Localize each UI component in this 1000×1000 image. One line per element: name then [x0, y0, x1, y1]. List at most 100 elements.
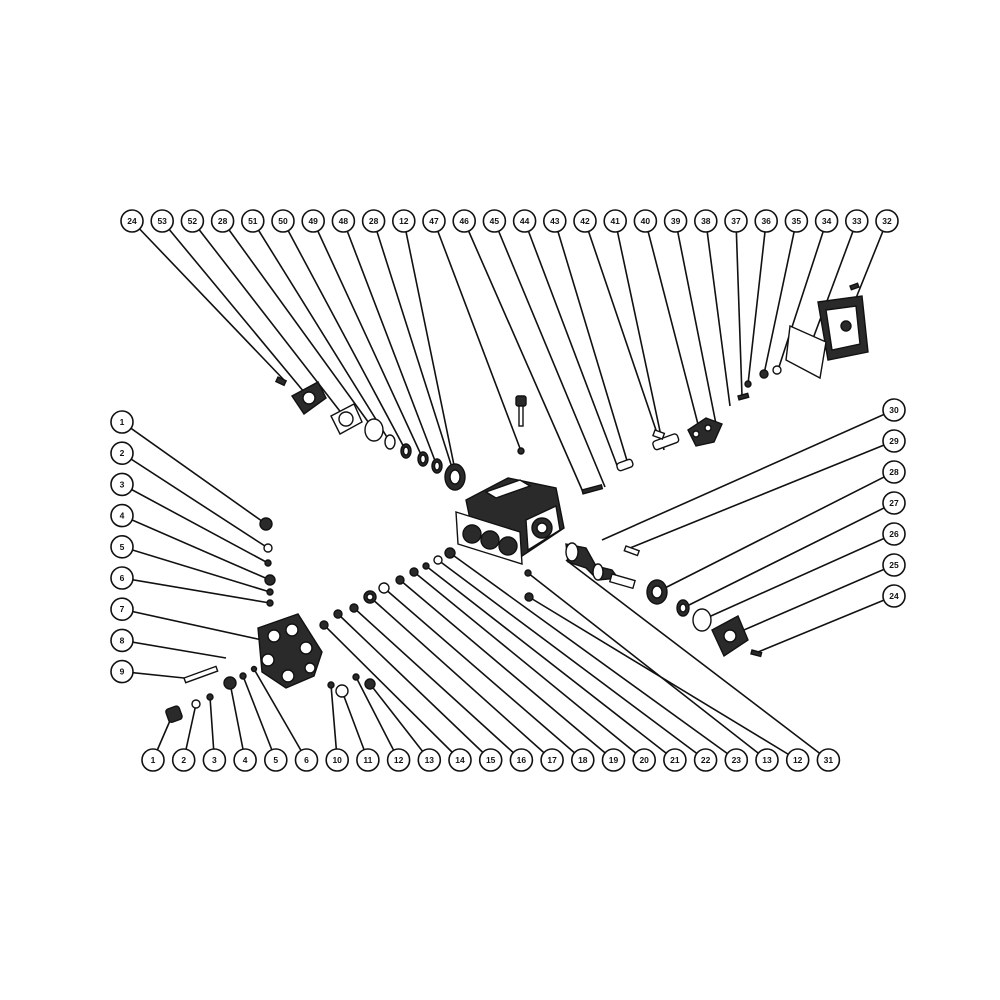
- callout-number: 21: [670, 755, 680, 765]
- callout-number: 30: [889, 405, 899, 415]
- callout-left-column-1: 1: [110, 410, 134, 434]
- leader-line: [729, 564, 895, 637]
- crankshaft: [565, 542, 636, 590]
- callout-bottom-row-11: 11: [356, 748, 380, 772]
- callout-bubble: [110, 503, 134, 528]
- callout-bottom-row-23: 23: [724, 748, 749, 772]
- callout-bubble: [422, 209, 446, 233]
- callout-bubble: [875, 209, 899, 233]
- callout-bubble: [361, 209, 386, 233]
- callout-number: 24: [889, 591, 899, 601]
- callout-top-row-35: 35: [784, 209, 809, 233]
- callout-number: 22: [701, 755, 711, 765]
- leader-line: [121, 452, 269, 549]
- callout-number: 29: [889, 436, 899, 446]
- leader-line: [425, 565, 676, 761]
- callout-bubble: [784, 209, 809, 233]
- leader-line: [252, 220, 391, 443]
- callout-top-row-28: 28: [361, 209, 386, 233]
- callout-number: 23: [732, 755, 742, 765]
- leader-line: [330, 684, 338, 761]
- callout-number: 19: [609, 755, 619, 765]
- leader-line: [282, 220, 407, 452]
- leader-line: [777, 220, 828, 371]
- side-bearing-cover: [623, 545, 763, 658]
- callout-bubble: [417, 748, 442, 772]
- callout-number: 13: [425, 755, 435, 765]
- callout-number: 16: [517, 755, 527, 765]
- pump-manifold: [257, 613, 323, 689]
- callout-bottom-row-15: 15: [478, 748, 503, 772]
- callout-number: 12: [394, 755, 404, 765]
- callout-bubble: [233, 748, 257, 772]
- callout-bubble: [110, 534, 134, 559]
- leader-line: [674, 220, 717, 425]
- leader-line: [565, 559, 829, 761]
- callout-number: 9: [120, 667, 125, 677]
- leader-line: [121, 514, 271, 581]
- leader-line: [413, 571, 645, 761]
- callout-right-column-29: 29: [882, 429, 906, 453]
- callout-bottom-row-12: 12: [386, 748, 411, 772]
- callout-top-row-46: 46: [452, 209, 477, 233]
- callout-number: 53: [157, 216, 167, 226]
- callout-left-column-9: 9: [110, 659, 134, 684]
- leader-line: [584, 220, 659, 437]
- callout-top-row-42: 42: [573, 209, 597, 233]
- callout-top-row-36: 36: [754, 209, 779, 233]
- callout-number: 39: [671, 216, 681, 226]
- callout-bubble: [150, 209, 174, 233]
- callout-bubble: [110, 441, 134, 466]
- callout-number: 5: [273, 755, 278, 765]
- callout-number: 13: [762, 755, 772, 765]
- callout-top-row-48: 48: [331, 209, 356, 233]
- callout-number: 35: [792, 216, 802, 226]
- leader-line: [369, 596, 553, 761]
- callout-number: 3: [212, 755, 217, 765]
- callout-bottom-row-14: 14: [448, 748, 472, 772]
- callout-bubble: [693, 209, 718, 233]
- callout-bottom-row-22: 22: [693, 748, 718, 772]
- callout-number: 11: [363, 755, 372, 765]
- callout-number: 7: [120, 604, 125, 614]
- callout-right-column-24: 24: [882, 584, 906, 608]
- callout-number: 28: [218, 216, 228, 226]
- callout-number: 42: [580, 216, 590, 226]
- callout-number: 1: [120, 417, 125, 427]
- callout-bottom-row-6: 6: [294, 748, 319, 772]
- callout-number: 46: [459, 216, 469, 226]
- leader-line: [735, 220, 743, 397]
- top-cover: [737, 282, 869, 401]
- leader-line: [644, 220, 701, 433]
- callout-bubble: [452, 209, 477, 233]
- leader-line: [433, 220, 522, 452]
- callout-number: 2: [120, 448, 125, 458]
- callout-top-row-28: 28: [210, 209, 235, 233]
- callout-left-column-6: 6: [110, 566, 134, 590]
- callout-number: 50: [278, 216, 288, 226]
- callout-bottom-row-19: 19: [601, 748, 626, 772]
- callout-bottom-row-1: 1: [141, 748, 165, 772]
- leader-line: [629, 440, 895, 549]
- callout-bubble: [663, 748, 687, 772]
- leader-line: [701, 533, 895, 621]
- callout-bubble: [601, 748, 626, 772]
- callout-bubble: [632, 748, 657, 772]
- callout-bubble: [882, 553, 906, 577]
- callout-bubble: [210, 209, 235, 233]
- callout-number: 26: [889, 529, 899, 539]
- leader-line: [682, 502, 895, 609]
- callout-number: 25: [889, 560, 899, 570]
- callout-bubble: [180, 209, 205, 233]
- callout-top-row-33: 33: [844, 209, 869, 233]
- callout-number: 28: [889, 467, 899, 477]
- callout-left-column-8: 8: [110, 628, 134, 653]
- callout-number: 6: [304, 755, 309, 765]
- leader-line: [337, 613, 492, 761]
- callout-bubble: [814, 209, 839, 233]
- leader-line: [229, 682, 246, 761]
- leader-line: [121, 483, 269, 564]
- callout-number: 41: [610, 216, 620, 226]
- callout-bubble: [325, 748, 350, 772]
- callout-bubble: [386, 748, 411, 772]
